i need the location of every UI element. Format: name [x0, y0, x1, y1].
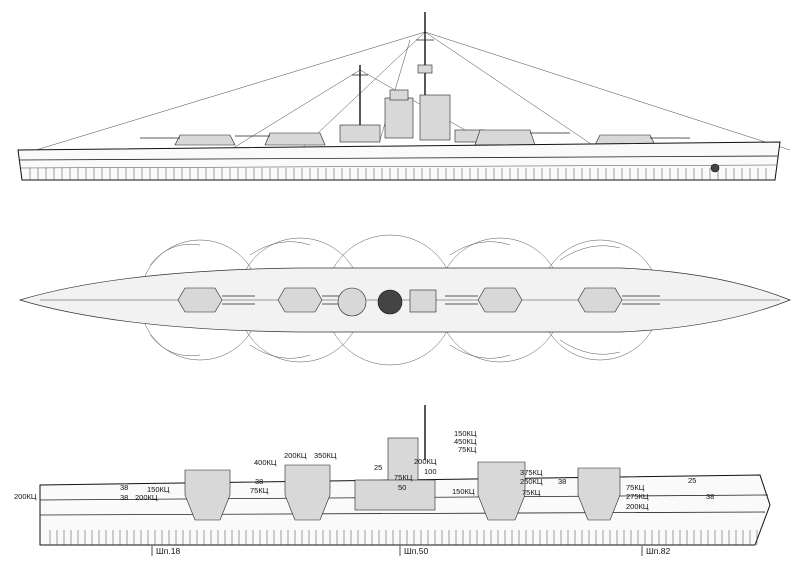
armor-label: 25 [374, 463, 382, 472]
superstructure [339, 89, 486, 143]
armor-label: 350КЦ [314, 451, 337, 460]
armor-labels: 200КЦ 38 38 150КЦ 200КЦ 75КЦ 38 400КЦ 20… [14, 429, 714, 511]
side-turrets [140, 129, 690, 146]
armor-label: 38 [120, 493, 128, 502]
armor-label: 200КЦ [284, 451, 307, 460]
plan-funnels [337, 287, 437, 317]
armor-label: 150КЦ [454, 429, 477, 438]
armor-label: 38 [120, 483, 128, 492]
armor-label: 38 [558, 477, 566, 486]
armor-label: 150КЦ [147, 485, 170, 494]
frame-label-18: Шп.18 [156, 546, 180, 556]
armor-label: 38 [255, 477, 263, 486]
armor-label: 250КЦ [520, 477, 543, 486]
armor-section-view: 200КЦ 38 38 150КЦ 200КЦ 75КЦ 38 400КЦ 20… [14, 405, 771, 556]
plan-turrets [177, 287, 660, 313]
frame-label-82: Шп.82 [646, 546, 670, 556]
plan-view [18, 234, 791, 366]
hull-side [17, 141, 781, 181]
section-ticks [49, 530, 758, 545]
armor-label: 150КЦ [452, 487, 475, 496]
waterline-ticks [29, 168, 767, 180]
anchor-icon [710, 163, 720, 173]
armor-label: 75КЦ [522, 488, 541, 497]
armor-label: 75КЦ [458, 445, 477, 454]
rigging-lines [35, 31, 791, 151]
armor-label: 275КЦ [626, 492, 649, 501]
main-mast [416, 12, 434, 100]
fore-mast [352, 65, 368, 130]
frame-markers: Шп.18 Шп.50 Шп.82 [151, 546, 670, 556]
armor-label: 200КЦ [135, 493, 158, 502]
armor-label: 25 [688, 476, 696, 485]
armor-label: 75КЦ [250, 486, 269, 495]
frame-label-50: Шп.50 [404, 546, 428, 556]
armor-label: 100 [424, 467, 437, 476]
armor-label: 450КЦ [454, 437, 477, 446]
armor-label: 200КЦ [14, 492, 37, 501]
armor-label: 75КЦ [626, 483, 645, 492]
armor-label: 50 [398, 483, 406, 492]
armor-label: 200КЦ [626, 502, 649, 511]
armor-label: 400КЦ [254, 458, 277, 467]
side-profile-view [17, 12, 791, 181]
section-barbettes [184, 437, 621, 521]
armor-label: 75КЦ [394, 473, 413, 482]
armor-label: 375КЦ [520, 468, 543, 477]
armor-label: 200КЦ [414, 457, 437, 466]
armor-label: 38 [706, 492, 714, 501]
